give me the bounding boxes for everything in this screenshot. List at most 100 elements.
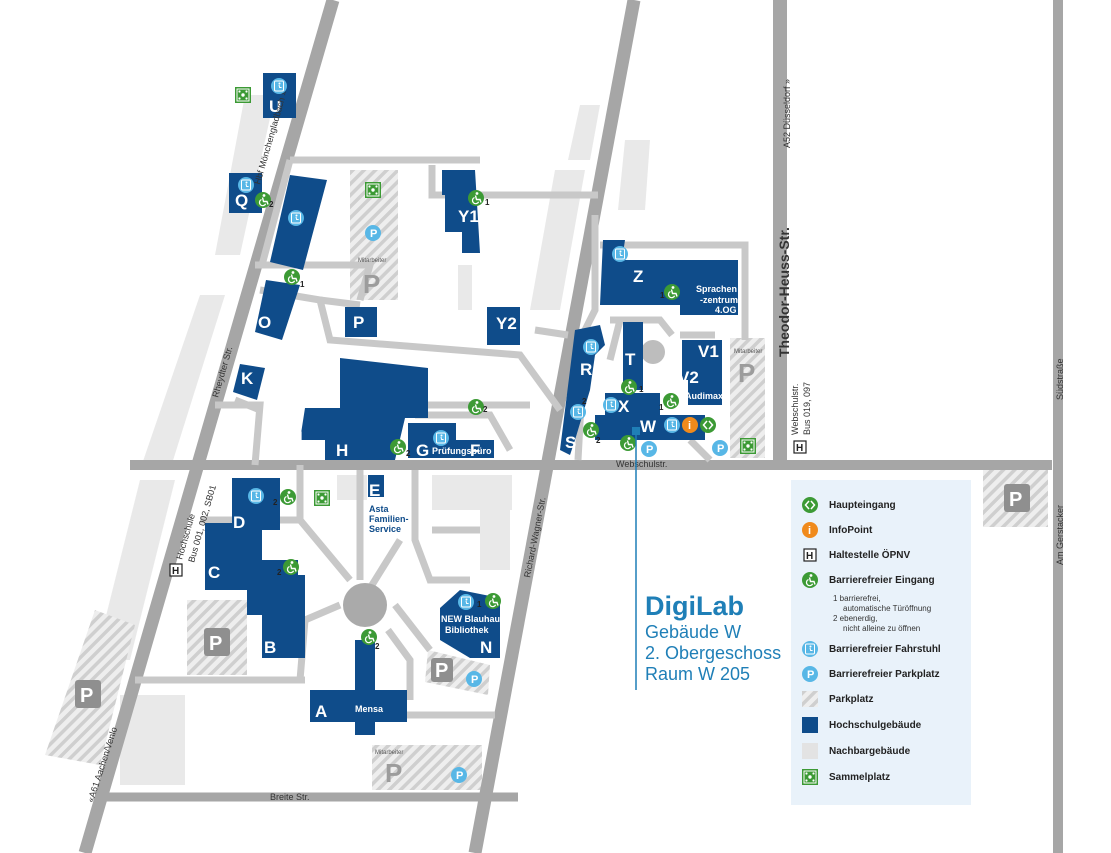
elevator-icon	[602, 396, 620, 414]
marker-1: 1	[639, 385, 644, 394]
building-o: O	[258, 313, 271, 332]
assembly-point-icon	[313, 489, 331, 507]
elevator-icon	[582, 338, 600, 356]
street-theodor-heuss: Theodor-Heuss-Str.	[776, 227, 792, 357]
marker-1: 1	[485, 198, 490, 207]
elevator-icon	[247, 487, 265, 505]
wheelchair-icon	[620, 378, 638, 396]
building-b: B	[264, 638, 276, 657]
building-v2: V2	[678, 368, 699, 387]
map-legend: Haupteingang InfoPoint Haltestelle ÖPNV …	[791, 480, 971, 805]
legend-label: Barrierefreier Parkplatz	[829, 668, 940, 680]
blauhaus-label-1: NEW Blauhaus	[441, 614, 505, 624]
legend-label: Sammelplatz	[829, 771, 891, 783]
wheelchair-icon	[282, 558, 300, 576]
accessible-parking-icon	[802, 666, 818, 682]
asta-label-1: Asta	[369, 504, 390, 514]
bus-stop-name: Webschulstr.	[790, 384, 800, 435]
sprachenzentrum-label-1: Sprachen	[696, 284, 737, 294]
marker-1: 1	[300, 280, 305, 289]
bus-stop-webschulstr: Webschulstr. Bus 019, 097	[790, 382, 812, 455]
accessible-parking-icon	[451, 767, 467, 783]
marker-1: 1	[660, 291, 665, 300]
info-icon	[682, 417, 698, 433]
elevator-icon	[663, 416, 681, 434]
legend-note-3: 2 ebenerdig,	[833, 614, 878, 623]
digilab-location-marker	[632, 427, 640, 435]
accessible-parking-icon	[712, 440, 728, 456]
legend-label: Nachbargebäude	[829, 745, 911, 757]
assembly-point-icon	[364, 181, 382, 199]
staff-parking-label: Mitarbeiter	[375, 750, 403, 756]
asta-label-3: Service	[369, 524, 401, 534]
parking-letter: P	[363, 269, 380, 299]
building-y1: Y1	[458, 207, 479, 226]
legend-label: InfoPoint	[829, 524, 873, 536]
elevator-icon	[611, 245, 629, 263]
bus-stop-icon	[169, 563, 183, 578]
wheelchair-icon	[283, 268, 301, 286]
marker-1: 1	[659, 403, 664, 412]
bus-stop-lines: Bus 019, 097	[802, 382, 812, 435]
legend-label: Hochschulgebäude	[829, 719, 922, 731]
main-entrance-icon	[801, 496, 819, 514]
university-building-swatch	[802, 717, 818, 733]
street-webschulstr: Webschulstr.	[616, 459, 667, 469]
assembly-point-icon	[234, 86, 252, 104]
parking-letter: P	[80, 685, 93, 707]
legend-label: Haltestelle ÖPNV	[829, 549, 911, 561]
pruefungsbuero-label: Prüfungsbüro	[432, 446, 492, 456]
elevator-icon	[432, 429, 450, 447]
marker-2: 2	[483, 405, 488, 414]
university-buildings	[205, 73, 738, 735]
sprachenzentrum-floor: 4.OG	[715, 305, 737, 315]
building-w: W	[640, 417, 657, 436]
accessible-parking-icon	[365, 225, 381, 241]
elevator-icon	[237, 176, 255, 194]
digilab-floor: 2. Obergeschoss	[645, 643, 782, 663]
legend-label: Parkplatz	[829, 693, 874, 705]
marker-1: 1	[477, 600, 482, 609]
parking-letter: P	[435, 660, 448, 682]
digilab-building: Gebäude W	[645, 622, 742, 642]
elevator-icon	[801, 640, 819, 658]
building-h: H	[336, 441, 348, 460]
building-v1: V1	[698, 342, 719, 361]
staff-parking-label: Mitarbeiter	[358, 258, 386, 264]
legend-note-4: nicht alleine zu öffnen	[843, 624, 921, 633]
building-r: R	[580, 360, 592, 379]
assembly-point-icon	[739, 437, 757, 455]
accessible-parking-icon	[466, 671, 482, 687]
parking-letter: P	[385, 758, 402, 788]
parking-letter: P	[1009, 489, 1022, 511]
legend-assembly-point: Sammelplatz	[801, 768, 890, 786]
marker-2: 2	[375, 642, 380, 651]
building-p: P	[353, 313, 364, 332]
building-x: X	[618, 397, 630, 416]
digilab-callout: DigiLab Gebäude W 2. Obergeschoss Raum W…	[645, 590, 781, 685]
wheelchair-icon	[484, 592, 502, 610]
wheelchair-icon	[662, 392, 680, 410]
marker-2: 2	[596, 436, 601, 445]
mensa-label: Mensa	[355, 704, 384, 714]
digilab-title: DigiLab	[645, 591, 744, 621]
marker-2: 2	[582, 397, 587, 406]
sprachenzentrum-label-2: -zentrum	[700, 295, 738, 305]
building-z: Z	[633, 267, 643, 286]
marker-2: 2	[269, 200, 274, 209]
roads	[78, 0, 1063, 853]
blauhaus-label-2: Bibliothek	[445, 625, 489, 635]
legend-label: Barrierefreier Eingang	[829, 574, 935, 586]
elevator-icon	[270, 77, 288, 95]
bus-stop-icon	[793, 440, 807, 455]
street-suedstrasse: Südstraße	[1055, 358, 1065, 400]
digilab-room: Raum W 205	[645, 664, 751, 684]
marker-2: 2	[277, 568, 282, 577]
building-t: T	[625, 350, 636, 369]
neighbor-building-swatch	[802, 743, 818, 759]
building-q: Q	[235, 191, 248, 210]
building-n: N	[480, 638, 492, 657]
building-c: C	[208, 563, 220, 582]
legend-label: Barrierefreier Fahrstuhl	[829, 643, 941, 655]
building-y2: Y2	[496, 314, 517, 333]
